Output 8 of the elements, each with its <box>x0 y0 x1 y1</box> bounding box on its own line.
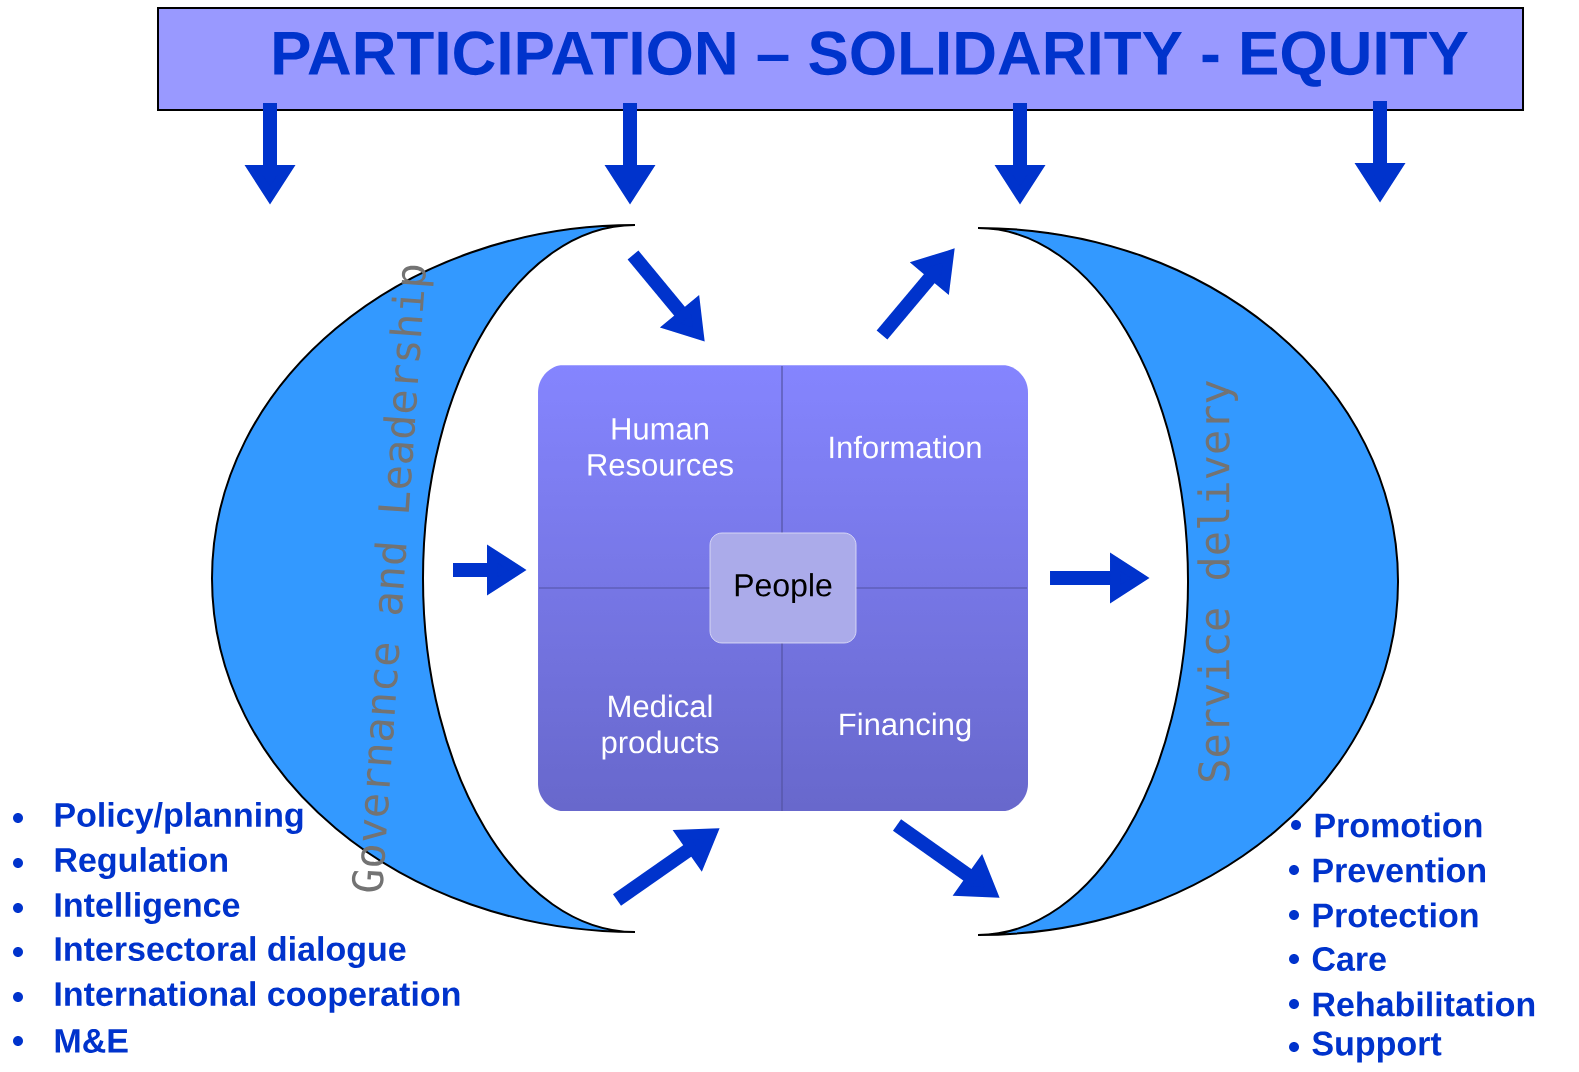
title-band: PARTICIPATION – SOLIDARITY - EQUITY <box>157 7 1524 111</box>
list-item: M&E <box>55 1029 128 1053</box>
list-item: International cooperation <box>55 981 460 1013</box>
list-item: Support <box>1312 1031 1442 1063</box>
center-box: People <box>709 532 857 644</box>
list-item: Rehabilitation <box>1313 991 1535 1017</box>
quadrant-label: Financing <box>840 712 971 742</box>
list-item: Intersectoral dialogue <box>55 936 406 968</box>
